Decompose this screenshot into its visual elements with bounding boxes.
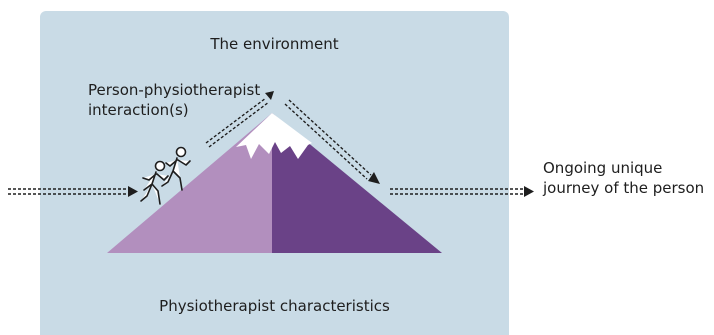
interaction-label: Person-physiotherapist interaction(s) [88, 81, 261, 119]
ascent-arrow [205, 91, 274, 148]
descent-arrow [284, 99, 380, 184]
hiking-people-icon [140, 146, 191, 205]
incoming-arrow [8, 186, 138, 197]
journey-label: Ongoing unique journey of the person [543, 159, 705, 197]
mountain-snow-cap [236, 113, 312, 159]
environment-label: The environment [210, 35, 339, 53]
mountain-right-face [272, 113, 442, 253]
mountain-left-face [107, 113, 272, 253]
mountain [107, 113, 442, 253]
physiotherapist-characteristics-label: Physiotherapist characteristics [159, 297, 390, 315]
outgoing-arrow [390, 186, 534, 197]
